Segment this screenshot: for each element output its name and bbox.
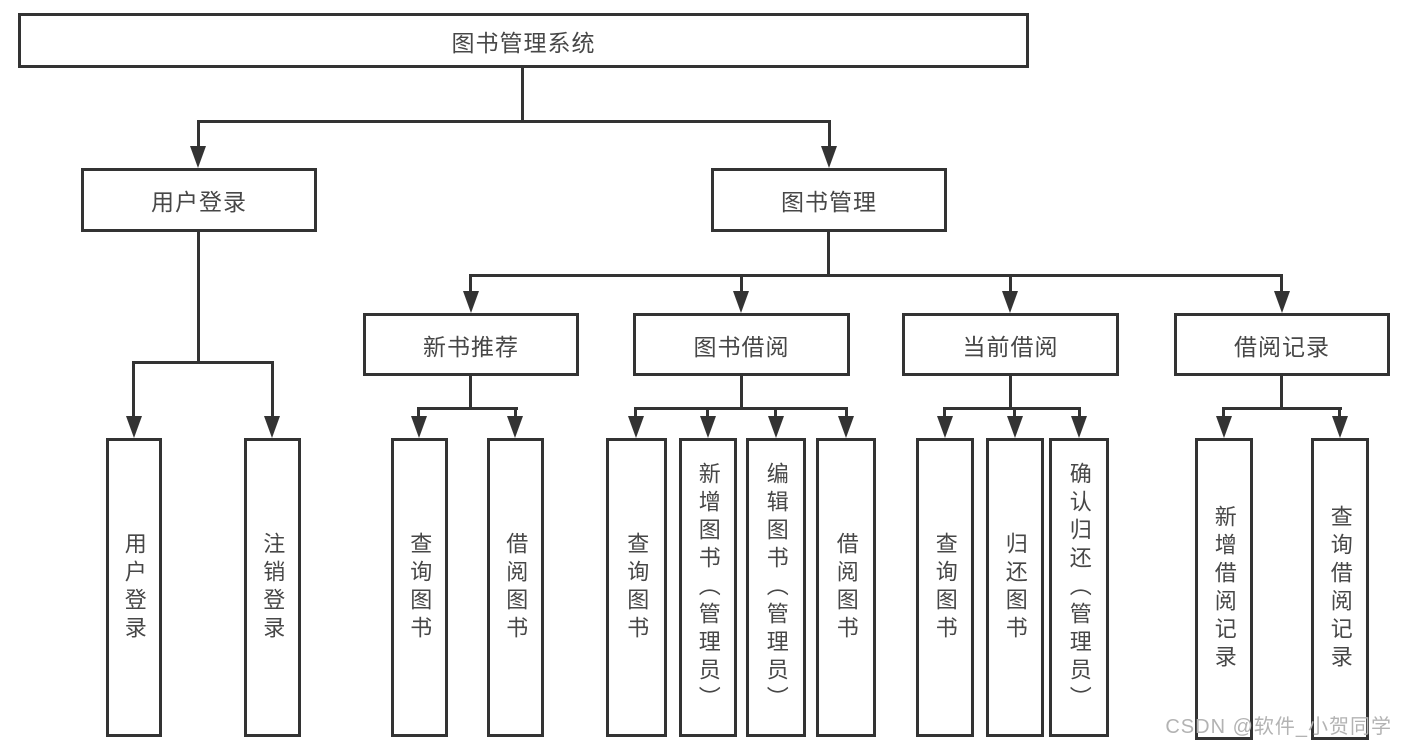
leaf-label: 确认归还（管理员） xyxy=(1066,461,1092,714)
leaf-return-book: 归还图书 xyxy=(986,438,1044,737)
arrowhead-leaf xyxy=(1071,416,1087,438)
connector-to-leaf xyxy=(1078,407,1081,420)
arrowhead-leaf xyxy=(700,416,716,438)
leaf-logout: 注销登录 xyxy=(244,438,301,737)
connector-to-leaf xyxy=(1013,407,1016,420)
node-label: 用户登录 xyxy=(151,189,247,215)
leaf-label: 新增借阅记录 xyxy=(1211,505,1237,673)
node-borrow-records: 借阅记录 xyxy=(1174,313,1390,376)
arrowhead-leaf-logout xyxy=(264,416,280,438)
connector-to-leaf xyxy=(1338,407,1341,420)
node-new-book-recommend: 新书推荐 xyxy=(363,313,579,376)
node-user-login: 用户登录 xyxy=(81,168,317,232)
connector-to-leaf xyxy=(943,407,946,420)
node-current-borrow: 当前借阅 xyxy=(902,313,1119,376)
node-label: 图书管理系统 xyxy=(451,29,596,56)
leaf-label: 借阅图书 xyxy=(503,531,529,644)
connector-root-stem xyxy=(521,68,524,120)
arrowhead-leaf xyxy=(1216,416,1232,438)
leaf-label: 查询图书 xyxy=(624,531,650,644)
arrowhead-leaf xyxy=(411,416,427,438)
leaf-label: 编辑图书（管理员） xyxy=(763,461,789,714)
connector-user-login-stem xyxy=(197,232,200,364)
node-label: 图书管理 xyxy=(781,189,877,215)
leaf-query-borrow-record: 查询借阅记录 xyxy=(1311,438,1369,740)
leaf-label: 新增图书（管理员） xyxy=(695,461,721,714)
leaf-label: 归还图书 xyxy=(1002,531,1028,644)
connector-new-book-recommend-stem xyxy=(469,376,472,410)
connector-to-leaf xyxy=(845,407,848,420)
connector-to-leaf-logout xyxy=(271,361,274,418)
leaf-label: 用户登录 xyxy=(121,531,147,644)
node-book-management: 图书管理 xyxy=(711,168,947,232)
leaf-label: 查询图书 xyxy=(407,531,433,644)
node-label: 当前借阅 xyxy=(962,333,1059,360)
connector-to-leaf xyxy=(514,407,517,420)
arrowhead-leaf xyxy=(838,416,854,438)
node-label: 新书推荐 xyxy=(423,333,519,360)
leaf-label: 查询图书 xyxy=(932,531,958,644)
connector-to-borrow-records xyxy=(1280,274,1283,293)
connector-to-book-management xyxy=(828,120,831,148)
leaf-borrow-books: 借阅图书 xyxy=(816,438,876,737)
connector-to-new-book-recommend xyxy=(469,274,472,293)
arrowhead-user-login xyxy=(190,146,206,168)
leaf-user-login: 用户登录 xyxy=(106,438,162,737)
connector-to-leaf xyxy=(1222,407,1225,420)
leaf-borrow-books-recommend: 借阅图书 xyxy=(487,438,544,737)
connector-to-leaf xyxy=(634,407,637,420)
arrowhead-new-book-recommend xyxy=(463,291,479,313)
arrowhead-leaf xyxy=(1007,416,1023,438)
connector-to-current-borrow xyxy=(1009,274,1012,293)
leaf-label: 借阅图书 xyxy=(833,531,859,644)
arrowhead-leaf xyxy=(628,416,644,438)
node-library-management-system: 图书管理系统 xyxy=(18,13,1029,68)
connector-current-borrow-branch xyxy=(943,407,1081,410)
arrowhead-leaf xyxy=(507,416,523,438)
connector-borrow-records-branch xyxy=(1222,407,1342,410)
leaf-add-borrow-record: 新增借阅记录 xyxy=(1195,438,1253,740)
arrowhead-book-management xyxy=(821,146,837,168)
connector-book-borrow-stem xyxy=(740,376,743,410)
leaf-edit-book-admin: 编辑图书（管理员） xyxy=(746,438,806,737)
leaf-query-books-recommend: 查询图书 xyxy=(391,438,448,737)
connector-book-borrow-branch xyxy=(634,407,848,410)
leaf-label: 查询借阅记录 xyxy=(1327,505,1353,673)
connector-user-login-branch xyxy=(132,361,273,364)
csdn-watermark: CSDN @软件_小贺同学 xyxy=(1165,716,1392,738)
leaf-query-books-borrow: 查询图书 xyxy=(606,438,667,737)
arrowhead-leaf xyxy=(768,416,784,438)
arrowhead-leaf-user-login xyxy=(126,416,142,438)
connector-new-book-recommend-branch xyxy=(417,407,518,410)
arrowhead-leaf xyxy=(1332,416,1348,438)
leaf-add-book-admin: 新增图书（管理员） xyxy=(679,438,737,737)
leaf-query-books-current: 查询图书 xyxy=(916,438,974,737)
connector-current-borrow-stem xyxy=(1009,376,1012,410)
connector-root-branch xyxy=(197,120,831,123)
leaf-confirm-return-admin: 确认归还（管理员） xyxy=(1049,438,1109,737)
arrowhead-book-borrow xyxy=(733,291,749,313)
connector-to-leaf xyxy=(774,407,777,420)
node-label: 借阅记录 xyxy=(1234,333,1330,360)
connector-to-user-login xyxy=(197,120,200,148)
connector-book-management-branch xyxy=(469,274,1283,277)
connector-to-leaf xyxy=(417,407,420,420)
arrowhead-current-borrow xyxy=(1002,291,1018,313)
connector-to-leaf xyxy=(706,407,709,420)
arrowhead-borrow-records xyxy=(1274,291,1290,313)
leaf-label: 注销登录 xyxy=(260,531,286,644)
connector-borrow-records-stem xyxy=(1280,376,1283,410)
arrowhead-leaf xyxy=(937,416,953,438)
connector-to-leaf-user-login xyxy=(132,361,135,418)
node-label: 图书借阅 xyxy=(693,333,790,360)
node-book-borrow: 图书借阅 xyxy=(633,313,850,376)
connector-book-management-stem xyxy=(827,232,830,274)
connector-to-book-borrow xyxy=(740,274,743,293)
